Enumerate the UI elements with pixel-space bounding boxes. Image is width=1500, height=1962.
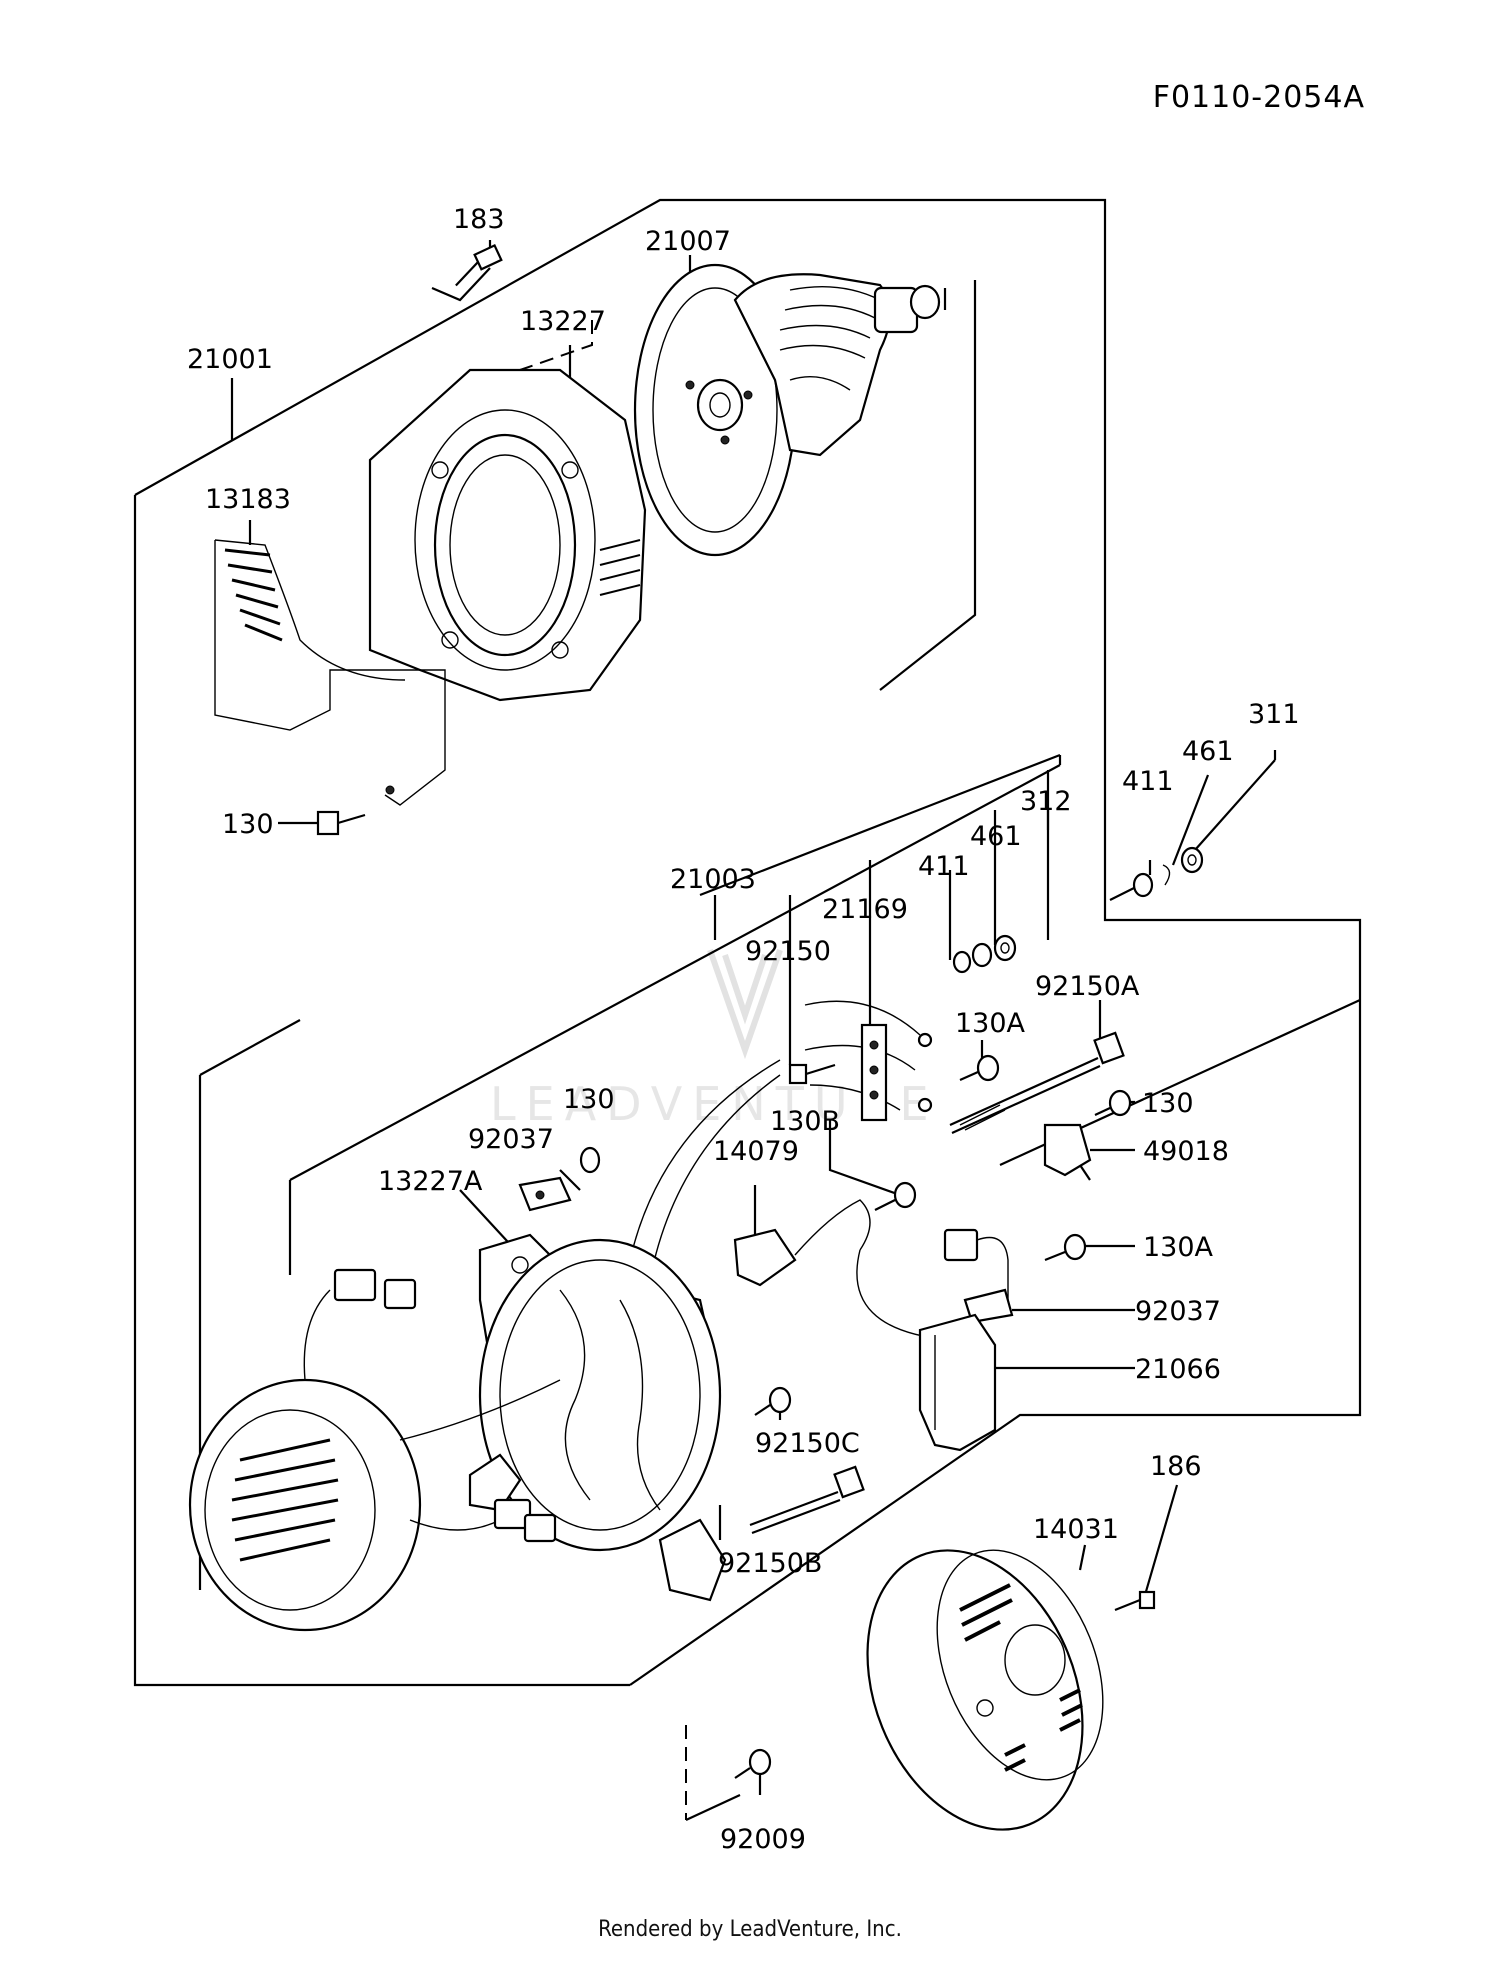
label-411-right: 411	[1122, 766, 1174, 797]
label-13183: 13183	[205, 484, 291, 515]
bolt-130-right-icon	[1094, 1089, 1132, 1117]
label-14079: 14079	[713, 1136, 799, 1167]
label-13227: 13227	[520, 306, 606, 337]
label-130-mid: 130	[563, 1084, 615, 1115]
label-92150C: 92150C	[755, 1428, 860, 1459]
label-186: 186	[1150, 1451, 1202, 1482]
label-130A-upper: 130A	[955, 1008, 1026, 1039]
diode-49018-icon	[1043, 1123, 1092, 1181]
footer-credit: Rendered by LeadVenture, Inc.	[598, 1917, 902, 1942]
label-92037-lower: 92037	[1135, 1296, 1221, 1327]
label-21066: 21066	[1135, 1354, 1221, 1385]
connector-icon	[943, 1228, 1009, 1300]
label-21001: 21001	[187, 344, 273, 375]
bolt-130-icon	[316, 810, 366, 836]
terminal-21169-icon	[629, 1000, 933, 1281]
bolt-130A-upper-icon	[959, 1054, 1000, 1082]
label-92009: 92009	[720, 1824, 806, 1855]
label-21169: 21169	[822, 894, 908, 925]
stator-icon	[188, 1268, 561, 1632]
long-bolt-92150A-icon	[949, 1031, 1125, 1135]
screw-186-icon	[1114, 1590, 1156, 1612]
cover-plate-13183-icon	[214, 539, 446, 806]
fan-housing-13227-icon	[368, 368, 647, 702]
stator-housing-13227A-icon	[468, 1233, 727, 1602]
label-461-right: 461	[1182, 736, 1234, 767]
label-130A-lower: 130A	[1143, 1232, 1214, 1263]
clamp-92037-upper-icon	[518, 1146, 601, 1212]
label-130B: 130B	[770, 1106, 840, 1137]
screw-92150C-icon	[754, 1386, 792, 1416]
brush-holder-14079-icon	[733, 1199, 951, 1341]
upper-assembly-frame	[133, 198, 1362, 1687]
watermark-text: LEADVENTURE	[490, 1077, 939, 1131]
label-21007: 21007	[645, 226, 731, 257]
screw-92009-icon	[734, 1748, 772, 1779]
label-130-right: 130	[1142, 1088, 1194, 1119]
end-cover-14031-icon	[866, 1549, 1104, 1831]
washer-nut-set-inner-icon	[952, 934, 1017, 974]
bolt-130A-lower-icon	[1044, 1233, 1087, 1262]
screw-92150-icon	[788, 1063, 836, 1085]
label-92037-upper: 92037	[468, 1124, 554, 1155]
bolt-183-icon	[455, 243, 503, 287]
regulator-21066-icon	[918, 1313, 997, 1452]
bolt-92150B-icon	[749, 1465, 865, 1535]
bolt-130B-icon	[874, 1181, 917, 1211]
label-49018: 49018	[1143, 1136, 1229, 1167]
label-14031: 14031	[1033, 1514, 1119, 1545]
label-13227A: 13227A	[378, 1166, 483, 1197]
label-92150A: 92150A	[1035, 971, 1140, 1002]
label-21003: 21003	[670, 864, 756, 895]
label-92150: 92150	[745, 936, 831, 967]
drawing-code: F0110-2054A	[1152, 80, 1365, 115]
clamp-92037-lower-icon	[963, 1288, 1014, 1324]
label-183: 183	[453, 204, 505, 235]
label-461-inner: 461	[970, 821, 1022, 852]
label-130-left: 130	[222, 809, 274, 840]
label-411-inner: 411	[918, 851, 970, 882]
part-labels: 183 21007 13227 21001 13183 130 311 461 …	[187, 204, 1300, 1855]
washer-nut-set-icon	[1132, 846, 1204, 898]
label-311: 311	[1248, 699, 1300, 730]
rotor-21007-icon	[633, 263, 977, 691]
label-312: 312	[1020, 786, 1072, 817]
label-92150B: 92150B	[718, 1548, 822, 1579]
watermark-logo-icon	[707, 949, 783, 1060]
